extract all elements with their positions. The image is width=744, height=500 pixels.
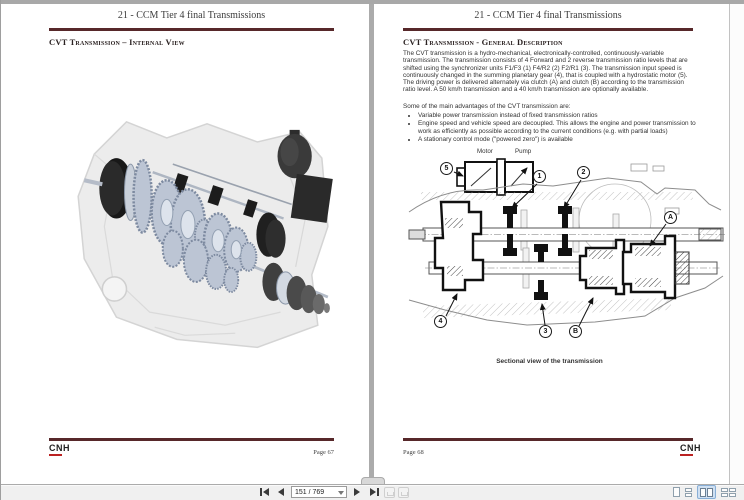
first-page-button[interactable] (257, 486, 271, 498)
first-page-icon (259, 488, 262, 496)
viewer-bottom-toolbar (1, 484, 744, 500)
page-number-left: Page 67 (313, 449, 334, 456)
header-rule-right (403, 28, 693, 31)
section-title-right: CVT Transmission - General Description (403, 37, 563, 47)
cnh-logo-right: CNH (680, 444, 701, 456)
next-view-button[interactable] (398, 486, 409, 498)
callout-2: 2 (577, 166, 590, 179)
header-rule-left (49, 28, 334, 31)
diagram-caption: Sectional view of the transmission (496, 358, 603, 365)
transmission-3d-image (77, 120, 333, 349)
pump-label: Pump (515, 148, 532, 155)
previous-view-button[interactable] (384, 486, 395, 498)
description-paragraph: The CVT transmission is a hydro-mechanic… (403, 50, 688, 94)
page-separator (369, 4, 374, 484)
vertical-scrollbar[interactable] (729, 4, 744, 484)
sectional-diagram: Motor Pump 5 1 2 A 4 3 B (403, 148, 727, 360)
callout-B: B (569, 325, 582, 338)
page-header-right: 21 - CCM Tier 4 final Transmissions (474, 10, 622, 21)
page-number-right: Page 68 (403, 449, 424, 456)
two-page-icon (700, 487, 706, 497)
page-layout-controls (673, 485, 736, 499)
footer-rule-left (49, 438, 334, 441)
continuous-icon (685, 487, 692, 492)
document-page-left: 21 - CCM Tier 4 final Transmissions CVT … (1, 4, 369, 484)
callout-A: A (664, 211, 677, 224)
callout-5: 5 (440, 162, 453, 175)
callout-3: 3 (539, 325, 552, 338)
two-page-layout-button-selected[interactable] (697, 485, 716, 499)
page-dropdown-caret-icon[interactable] (338, 491, 344, 495)
page-number-input[interactable] (292, 487, 336, 497)
next-page-button[interactable] (350, 486, 364, 498)
toolbar-collapse-handle[interactable] (361, 477, 385, 484)
callout-1: 1 (533, 170, 546, 183)
motor-label: Motor (477, 148, 493, 155)
page-header-left: 21 - CCM Tier 4 final Transmissions (117, 10, 266, 21)
previous-page-button[interactable] (274, 486, 288, 498)
continuous-layout-button[interactable] (685, 487, 692, 497)
advantage-item: Variable power transmission instead of f… (418, 112, 696, 119)
last-page-button[interactable] (367, 486, 381, 498)
advantage-item: Engine speed and vehicle speed are decou… (418, 120, 696, 135)
advantages-intro: Some of the main advantages of the CVT t… (403, 103, 571, 110)
last-page-icon (369, 488, 376, 496)
page-navigation (257, 485, 409, 499)
cnh-logo-left: CNH (49, 444, 70, 456)
single-page-icon (673, 487, 680, 497)
document-page-right: 21 - CCM Tier 4 final Transmissions CVT … (374, 4, 729, 484)
two-page-continuous-icon (721, 487, 728, 492)
next-page-icon (354, 488, 360, 496)
single-page-layout-button[interactable] (673, 487, 680, 497)
section-title-left: CVT Transmission – Internal View (49, 37, 185, 47)
window-top-edge (1, 0, 744, 4)
page-number-box (291, 486, 347, 498)
two-page-continuous-layout-button[interactable] (721, 487, 736, 497)
advantages-list: Variable power transmission instead of f… (418, 112, 696, 144)
callout-4: 4 (434, 315, 447, 328)
previous-page-icon (278, 488, 284, 496)
advantage-item: A stationary control mode ("powered zero… (418, 136, 696, 143)
sectional-diagram-drawing (408, 158, 725, 327)
footer-rule-right (403, 438, 693, 441)
